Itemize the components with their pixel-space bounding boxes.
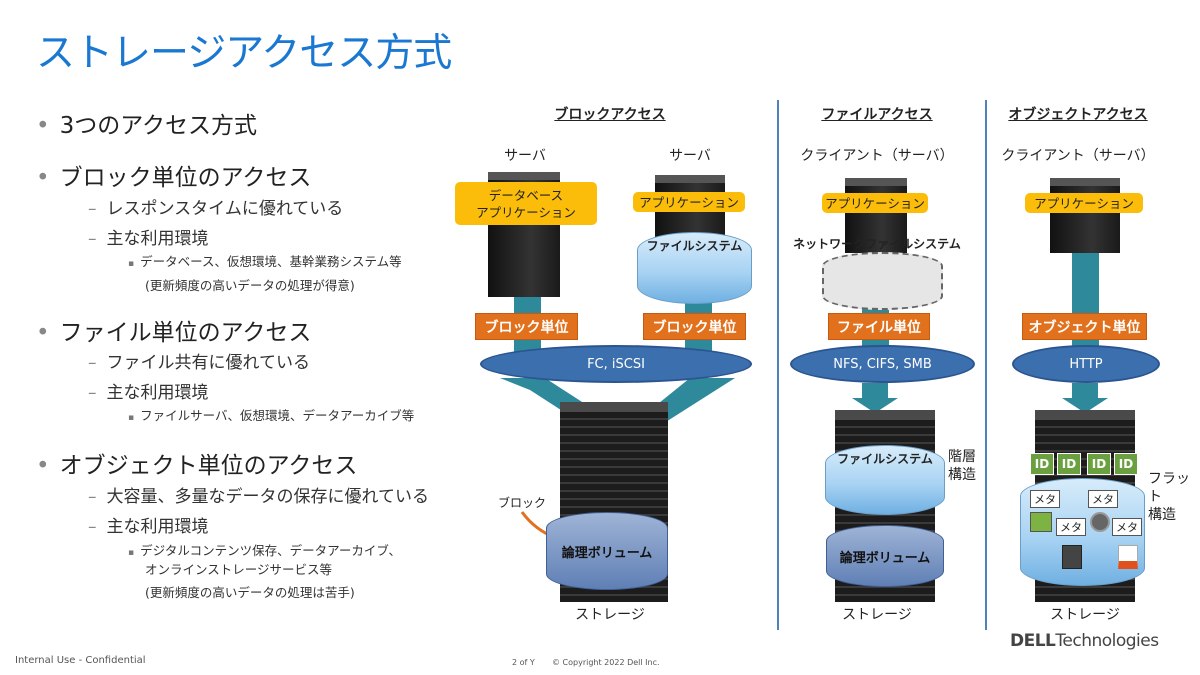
hierarchical-structure-label: 階層構造 bbox=[948, 449, 976, 483]
page-number: 2 of Y bbox=[512, 658, 535, 667]
server-icon bbox=[845, 178, 907, 253]
bullet-3-2-1: ▪ファイルサーバ、仮想環境、データアーカイブ等 bbox=[128, 408, 415, 423]
logical-volume-cylinder: 論理ボリューム bbox=[546, 512, 668, 590]
bullet-4-2-1: ▪デジタルコンテンツ保存、データアーカイブ、 bbox=[128, 543, 401, 558]
bullet-4-2: –主な利用環境 bbox=[88, 517, 209, 537]
ppt-file-icon bbox=[1118, 545, 1138, 569]
file-system-cylinder: ファイルシステム bbox=[637, 232, 752, 304]
app-label: アプリケーション bbox=[1025, 193, 1143, 213]
image-file-icon bbox=[1030, 512, 1052, 532]
block-access-heading: ブロックアクセス bbox=[554, 107, 666, 123]
bullet-2-2: –主な利用環境 bbox=[88, 229, 209, 249]
column-divider bbox=[985, 100, 987, 630]
bullet-4-2-1-note: (更新頻度の高いデータの処理は苦手) bbox=[145, 585, 355, 600]
object-unit-label: オブジェクト単位 bbox=[1022, 313, 1147, 340]
bullet-2-2-1: ▪データベース、仮想環境、基幹業務システム等 bbox=[128, 254, 402, 269]
copyright: © Copyright 2022 Dell Inc. bbox=[552, 658, 660, 667]
protocol-fc-iscsi: FC, iSCSI bbox=[480, 345, 752, 383]
arrow-object-down bbox=[1062, 383, 1108, 413]
file-unit-label: ファイル単位 bbox=[828, 313, 930, 340]
server-label: サーバ bbox=[669, 148, 711, 164]
client-label: クライアント（サーバ） bbox=[1001, 148, 1155, 164]
flat-structure-label: フラット構造 bbox=[1148, 471, 1190, 523]
storage-label: ストレージ bbox=[842, 607, 912, 623]
block-unit-label: ブロック単位 bbox=[475, 313, 578, 340]
storage-label: ストレージ bbox=[575, 607, 645, 623]
file-system-cylinder: ファイルシステム bbox=[825, 445, 945, 515]
bullet-4: •オブジェクト単位のアクセス bbox=[36, 453, 358, 479]
storage-label: ストレージ bbox=[1050, 607, 1120, 623]
video-reel-icon bbox=[1090, 512, 1110, 532]
bullet-2-2-1-note: (更新頻度の高いデータの処理が得意) bbox=[145, 278, 355, 293]
object-id-tag: ID bbox=[1087, 453, 1111, 475]
object-meta-tag: メタ bbox=[1112, 518, 1142, 536]
file-access-heading: ファイルアクセス bbox=[821, 107, 933, 123]
bullet-2-1: –レスポンスタイムに優れている bbox=[88, 199, 344, 219]
object-meta-tag: メタ bbox=[1088, 490, 1118, 508]
bullet-4-2-1-cont: オンラインストレージサービス等 bbox=[145, 562, 333, 577]
bullet-3-1: –ファイル共有に優れている bbox=[88, 353, 310, 373]
object-id-tag: ID bbox=[1114, 453, 1138, 475]
protocol-nfs-cifs-smb: NFS, CIFS, SMB bbox=[790, 345, 975, 383]
bullet-3: •ファイル単位のアクセス bbox=[36, 320, 312, 346]
mp3-file-icon bbox=[1062, 545, 1082, 569]
app-label: アプリケーション bbox=[633, 192, 745, 212]
slide-title: ストレージアクセス方式 bbox=[36, 31, 452, 76]
object-meta-tag: メタ bbox=[1030, 490, 1060, 508]
bullet-4-1: –大容量、多量なデータの保存に優れている bbox=[88, 487, 429, 507]
block-unit-label: ブロック単位 bbox=[643, 313, 746, 340]
object-id-tag: ID bbox=[1057, 453, 1081, 475]
confidential-label: Internal Use - Confidential bbox=[15, 655, 146, 666]
protocol-http: HTTP bbox=[1012, 345, 1160, 383]
client-label: クライアント（サーバ） bbox=[800, 148, 954, 164]
object-id-tag: ID bbox=[1030, 453, 1054, 475]
object-access-heading: オブジェクトアクセス bbox=[1008, 107, 1148, 123]
arrow-file-down bbox=[852, 383, 898, 413]
db-app-label: データベースアプリケーション bbox=[455, 182, 597, 225]
dell-technologies-logo: DELLTechnologies bbox=[1010, 631, 1159, 651]
logical-volume-cylinder: 論理ボリューム bbox=[826, 525, 944, 587]
object-meta-tag: メタ bbox=[1056, 518, 1086, 536]
bullet-2: •ブロック単位のアクセス bbox=[36, 165, 312, 191]
server-icon bbox=[1050, 178, 1120, 253]
bullet-1: •3つのアクセス方式 bbox=[36, 113, 258, 139]
server-label: サーバ bbox=[504, 148, 546, 164]
bullet-3-2: –主な利用環境 bbox=[88, 383, 209, 403]
column-divider bbox=[777, 100, 779, 630]
network-file-system-label: ネットワークファイルシステム bbox=[793, 237, 961, 251]
block-label: ブロック bbox=[497, 496, 547, 510]
network-file-system-cylinder bbox=[822, 252, 943, 310]
object-link bbox=[1072, 250, 1099, 360]
app-label: アプリケーション bbox=[822, 193, 928, 213]
